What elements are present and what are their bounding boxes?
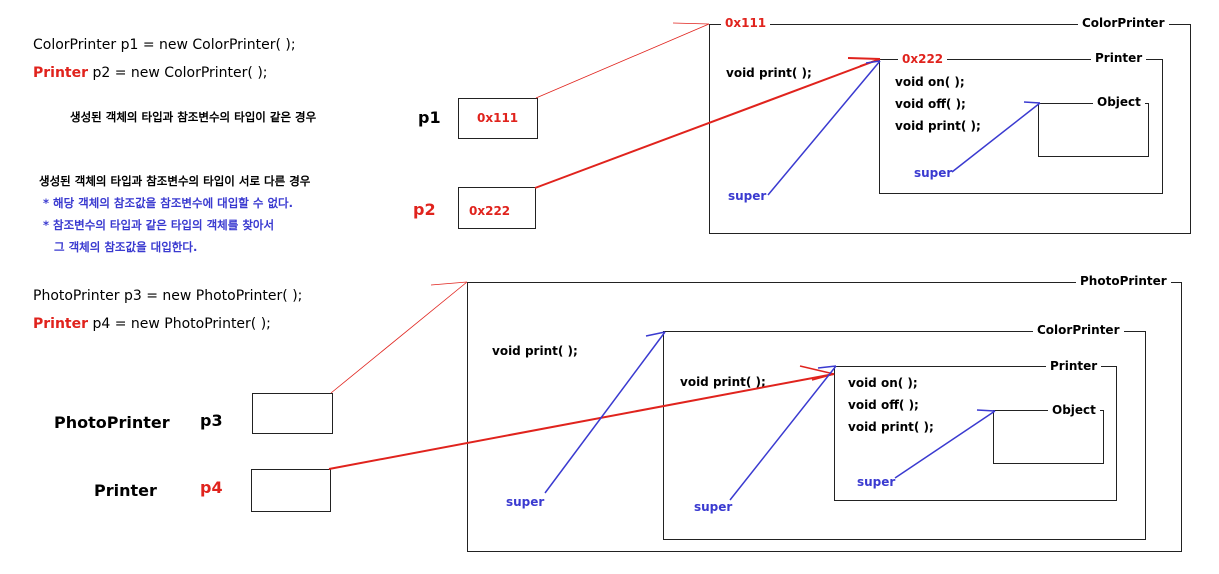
p2-reference-arrow [534,58,881,189]
top-colorprinter-title: ColorPrinter [1078,16,1169,30]
bottom-printer-method-off: void off( ); [848,398,919,412]
top-colorprinter-super: super [728,189,767,203]
var-p3-label: p3 [200,411,223,430]
top-printer-object [879,59,1163,194]
top-printer-title: Printer [1091,51,1147,65]
top-super-arrow-2-tip [1023,101,1041,104]
p1-reference-tip [672,22,710,25]
var-p2-label: p2 [413,200,436,219]
bottom-super-arrow-1 [544,331,666,494]
var-p1-label: p1 [418,108,441,127]
top-super-arrow-1-tip [865,60,881,64]
var-p1-box: 0x111 [458,98,538,139]
note-bullet-2: * 참조변수의 타입과 같은 타입의 객체를 찾아서 [43,218,275,232]
bottom-photoprinter-super: super [506,495,545,509]
bottom-object-title: Object [1048,403,1100,417]
top-colorprinter-object [709,24,1191,234]
p3-reference-tip [430,281,468,286]
code-line-p4: Printer p4 = new PhotoPrinter( ); [33,316,271,332]
top-printer-address: 0x222 [898,52,948,66]
note-bullet-2-cont: 그 객체의 참조값을 대입한다. [54,240,198,254]
p4-reference-arrow [328,373,835,470]
var-p3-box [252,393,333,434]
note-bullet-1: * 해당 객체의 참조값을 참조변수에 대입할 수 없다. [43,196,294,210]
var-p4-box [251,469,331,512]
bottom-colorprinter-title: ColorPrinter [1033,323,1124,337]
bottom-colorprinter-object [663,331,1146,540]
code-line-p3: PhotoPrinter p3 = new PhotoPrinter( ); [33,288,303,304]
var-p2-value: 0x222 [469,204,511,218]
var-p1-value: 0x111 [477,111,519,125]
top-colorprinter-address: 0x111 [721,16,771,30]
p2-arrow-tip [847,57,881,60]
var-p2-box: 0x222 [458,187,536,229]
top-printer-method-print: void print( ); [895,119,981,133]
bottom-photoprinter-object [467,282,1182,552]
p3-reference-line [330,281,468,394]
top-printer-super: super [914,166,953,180]
note-same-type: 생성된 객체의 타입과 참조변수의 타입이 같은 경우 [70,110,317,124]
bottom-printer-method-print: void print( ); [848,420,934,434]
bottom-super-arrow-1-tip [645,331,666,337]
top-object-title: Object [1093,95,1145,109]
bottom-super-arrow-3-tip [976,409,996,412]
note-different-type: 생성된 객체의 타입과 참조변수의 타입이 서로 다른 경우 [39,174,311,188]
bottom-photoprinter-title: PhotoPrinter [1076,274,1171,288]
code-line-p2-rest: p2 = new ColorPrinter( ); [88,65,268,81]
bottom-colorprinter-super: super [694,500,733,514]
bottom-printer-method-on: void on( ); [848,376,918,390]
code-line-p2: Printer p2 = new ColorPrinter( ); [33,65,268,81]
bottom-colorprinter-method: void print( ); [680,375,766,389]
bottom-super-arrow-2 [729,365,837,501]
var-p3-type: PhotoPrinter [54,413,170,432]
bottom-super-arrow-3 [894,410,996,479]
top-super-arrow-2 [951,102,1041,173]
printer-keyword: Printer [33,316,89,332]
bottom-printer-super: super [857,475,896,489]
top-printer-method-off: void off( ); [895,97,966,111]
p4-arrow-tip2 [811,373,835,381]
code-line-p1: ColorPrinter p1 = new ColorPrinter( ); [33,37,296,53]
var-p4-type: Printer [94,481,157,500]
p1-reference-line [535,23,710,99]
top-printer-method-on: void on( ); [895,75,965,89]
top-super-arrow-1 [767,60,881,196]
bottom-photoprinter-method: void print( ); [492,344,578,358]
p4-arrow-tip [799,365,835,375]
bottom-printer-title: Printer [1046,359,1102,373]
bottom-printer-object [834,366,1117,501]
printer-keyword: Printer [33,65,89,81]
top-colorprinter-method: void print( ); [726,66,812,80]
bottom-super-arrow-2-tip [817,365,837,369]
code-line-p4-rest: p4 = new PhotoPrinter( ); [88,316,271,332]
var-p4-label: p4 [200,478,223,497]
